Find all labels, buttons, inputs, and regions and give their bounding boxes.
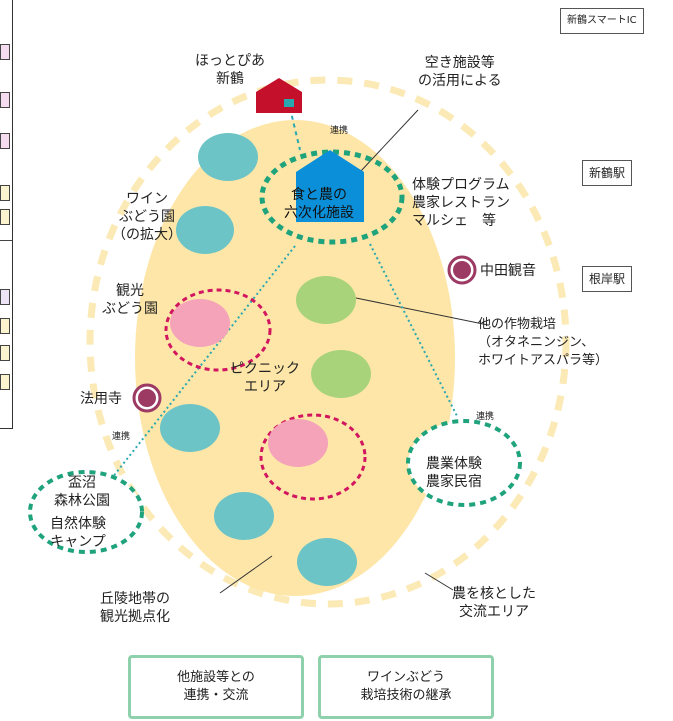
teal-circle: [176, 206, 234, 254]
picnic-ring: [259, 413, 367, 501]
hills-label: 丘陵地帯の 観光拠点化: [100, 591, 170, 625]
renkei-top-label: 連携: [330, 126, 349, 136]
teal-circle: [297, 538, 357, 586]
outer-dashed-ellipse: [86, 76, 570, 608]
smart-ic-label: 新鶴スマートIC: [560, 8, 644, 34]
nakata-kannon-label: 中田観音: [480, 263, 536, 279]
morinuma-ring: [28, 470, 144, 554]
hoyoji-icon: [132, 383, 162, 413]
nakata-kannon-icon: [447, 255, 477, 285]
legend-swatch: [0, 345, 10, 361]
picnic-area-label: ピクニック エリア: [230, 361, 300, 395]
link-line-morinuma: [111, 245, 296, 479]
teal-circle: [160, 404, 220, 452]
vacant-leader-line: [359, 109, 419, 173]
legend-swatch: [0, 133, 10, 149]
teal-circle: [198, 133, 258, 181]
program-label: 体験プログラム 農家レストラン マルシェ 等: [412, 177, 510, 229]
niitsuru-station-label: 新鶴駅: [582, 160, 633, 186]
legend-swatch: [0, 44, 10, 60]
nature-camp-label: 自然体験 キャンプ: [50, 516, 106, 550]
negishi-station-label: 根岸駅: [582, 266, 633, 292]
hills-leader-line: [219, 555, 273, 594]
cooperation-box: 他施設等との 連携・交流: [128, 655, 304, 719]
green-circle: [296, 276, 356, 324]
wine-tech-box: ワインぶどう 栽培技術の継承: [318, 655, 494, 719]
farm-experience-ring: [406, 419, 522, 507]
renkei-right-label: 連携: [476, 412, 495, 422]
crops-leader-line: [355, 297, 489, 326]
legend-swatch: [0, 289, 10, 305]
six-industry-facility-icon: [296, 150, 364, 222]
link-line-hottopia: [289, 107, 301, 151]
center-ring: [259, 149, 405, 245]
center-facility-label: 食と農の 六次化施設: [284, 187, 354, 221]
hottopia-window: [284, 99, 294, 107]
legend-swatch: [0, 92, 10, 108]
legend-divider: [0, 240, 12, 241]
renkei-left-label: 連携: [112, 432, 131, 442]
vacant-facility-label: 空き施設等 の活用による: [418, 55, 502, 89]
exchange-leader-line: [424, 572, 454, 591]
pink-circle: [170, 299, 230, 347]
green-circle: [311, 350, 371, 398]
hottopia-label: ほっとぴあ 新鶴: [195, 53, 265, 87]
wine-tech-box-text: ワインぶどう 栽培技術の継承: [360, 670, 452, 703]
pink-circle: [268, 419, 328, 467]
tourist-vineyard-label: 観光 ぶどう園: [102, 283, 158, 317]
morinuma-park-label: 盃沼 森林公園: [54, 475, 110, 509]
legend-panel-edge: [0, 0, 13, 429]
teal-circle: [214, 492, 274, 540]
legend-swatch: [0, 374, 10, 390]
exchange-area-label: 農を核とした 交流エリア: [452, 586, 536, 620]
cooperation-box-text: 他施設等との 連携・交流: [177, 670, 255, 703]
wine-vineyard-label: ワイン ぶどう園 （の拡大）: [112, 191, 182, 243]
other-crops-label: 他の作物栽培 （オタネニンジン、 ホワイトアスパラ等）: [478, 317, 609, 368]
legend-swatch: [0, 318, 10, 334]
tourist-vineyard-ring: [164, 288, 272, 372]
farm-experience-label: 農業体験 農家民宿: [426, 456, 482, 490]
legend-swatch: [0, 185, 10, 201]
hoyoji-label: 法用寺: [80, 391, 122, 407]
legend-swatch: [0, 209, 10, 225]
